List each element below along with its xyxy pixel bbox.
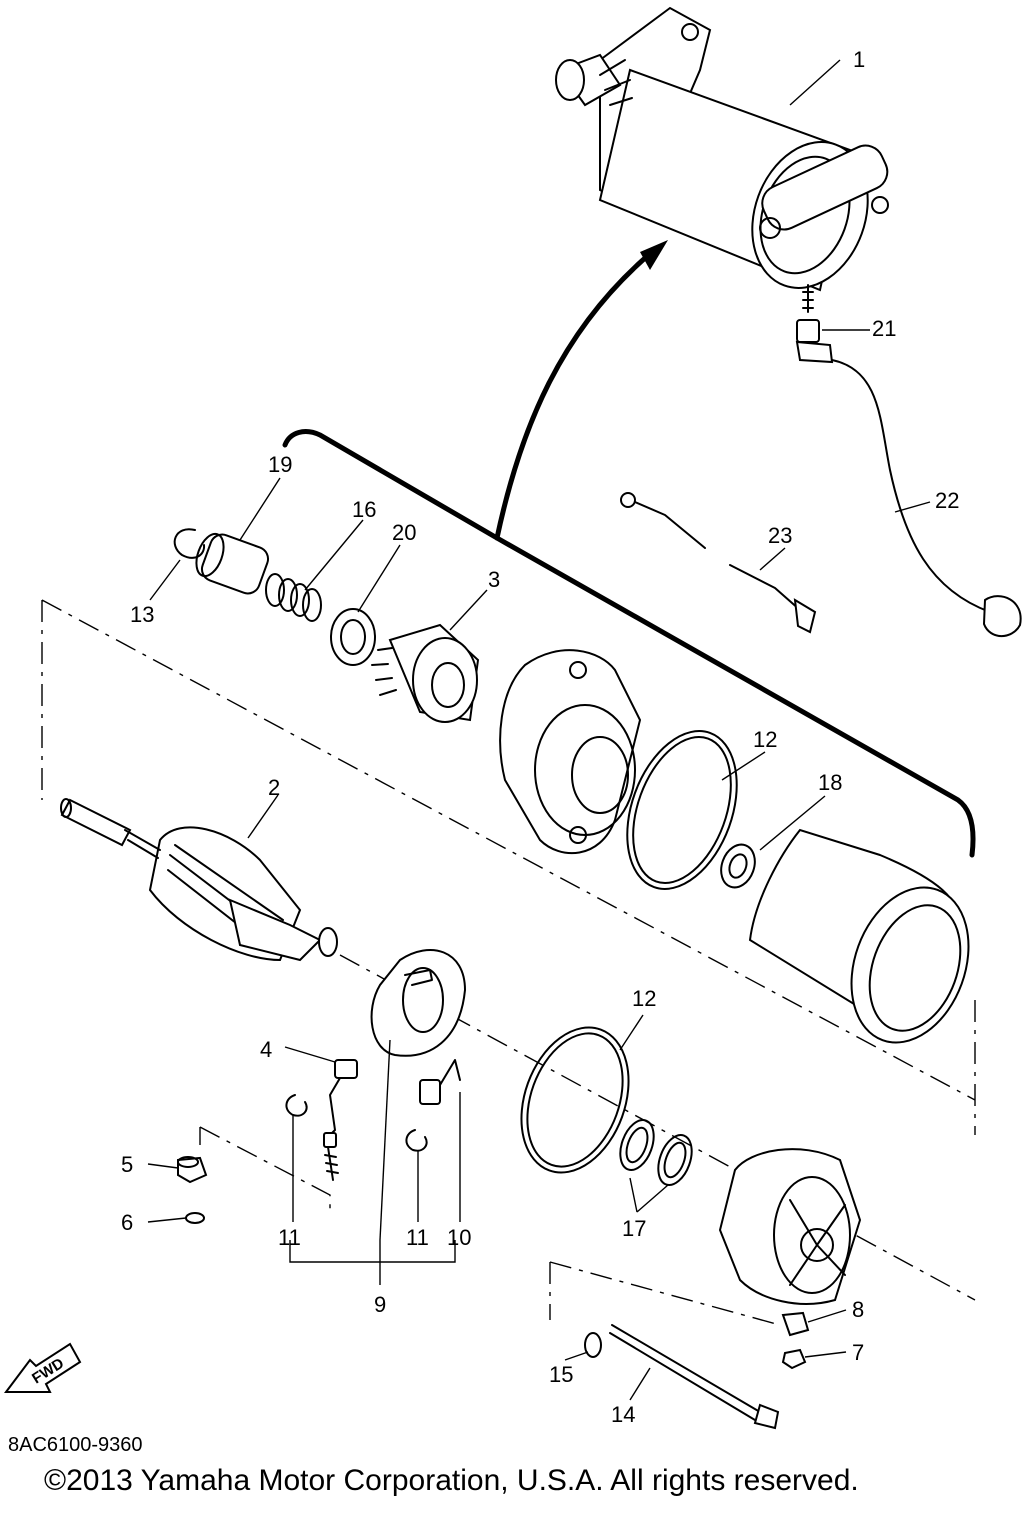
brush-spring-left xyxy=(285,1094,308,1117)
part-label: 4 xyxy=(260,1037,272,1062)
part-label: 13 xyxy=(130,602,154,627)
part-label: 7 xyxy=(852,1340,864,1365)
brush-spring-right xyxy=(405,1129,428,1152)
axis-line-screw xyxy=(199,1126,331,1210)
part-label: 11 xyxy=(406,1225,429,1250)
ground-lead xyxy=(620,492,817,634)
part-label: 8 xyxy=(852,1297,864,1322)
part-label: 21 xyxy=(872,316,896,341)
o-ring-lower xyxy=(520,1026,630,1174)
nut xyxy=(781,1348,807,1370)
axis-line-lower xyxy=(339,954,976,1326)
brush xyxy=(329,1059,358,1136)
lead-wire-terminal xyxy=(982,595,1022,638)
part-label: 12 xyxy=(632,986,656,1011)
o-ring-upper xyxy=(626,730,738,890)
part-label: 15 xyxy=(549,1362,573,1387)
front-bracket xyxy=(499,649,642,854)
circlip xyxy=(173,528,206,559)
clutch-pinion xyxy=(371,623,480,723)
rear-cover xyxy=(718,1148,862,1305)
grommet xyxy=(781,1311,810,1337)
armature xyxy=(60,798,338,962)
yoke-washer xyxy=(720,843,756,889)
brush-right xyxy=(419,1059,461,1105)
cap xyxy=(177,1156,208,1184)
part-label: 5 xyxy=(121,1152,133,1177)
part-label: 9 xyxy=(374,1292,386,1317)
part-label: 17 xyxy=(622,1216,646,1241)
terminal-nut xyxy=(795,319,834,364)
part-label: 23 xyxy=(768,523,792,548)
spring xyxy=(265,573,322,622)
collar xyxy=(195,532,270,595)
part-label: 14 xyxy=(611,1402,635,1427)
diagram-code: 8AC6100-9360 xyxy=(8,1434,143,1456)
part-label: 6 xyxy=(121,1210,133,1235)
starter-motor-assembly xyxy=(555,6,889,313)
assembly-brace xyxy=(282,429,976,858)
part-label: 2 xyxy=(268,775,280,800)
washer xyxy=(330,608,376,666)
brush-holder-plate xyxy=(370,949,467,1057)
shims xyxy=(619,1119,693,1186)
axis-line-upper xyxy=(41,599,976,1135)
part-label: 1 xyxy=(853,47,865,72)
part-label: 16 xyxy=(352,497,376,522)
part-label: 3 xyxy=(488,567,500,592)
part-label: 10 xyxy=(447,1225,471,1250)
brush-lead-bolt xyxy=(323,1132,339,1181)
part-label: 12 xyxy=(753,727,777,752)
leader-lines xyxy=(147,59,931,1401)
small-washer xyxy=(185,1212,205,1224)
assembly-arrow-head xyxy=(640,240,668,270)
through-bolt xyxy=(609,1324,780,1430)
fwd-arrow: FWD xyxy=(4,1342,82,1393)
through-bolt-o-ring xyxy=(584,1332,602,1358)
yoke-housing xyxy=(748,828,970,1044)
part-labels: 1 2 3 4 5 6 7 8 9 10 11 11 12 12 13 14 1… xyxy=(121,47,959,1427)
copyright-notice: ©2013 Yamaha Motor Corporation, U.S.A. A… xyxy=(44,1464,859,1497)
lead-wire xyxy=(831,359,991,613)
part-label: 22 xyxy=(935,488,959,513)
part-label: 19 xyxy=(268,452,292,477)
part-label: 11 xyxy=(278,1225,301,1250)
part-label: 18 xyxy=(818,770,842,795)
part-label: 20 xyxy=(392,520,416,545)
assembly-arrow xyxy=(494,249,655,541)
